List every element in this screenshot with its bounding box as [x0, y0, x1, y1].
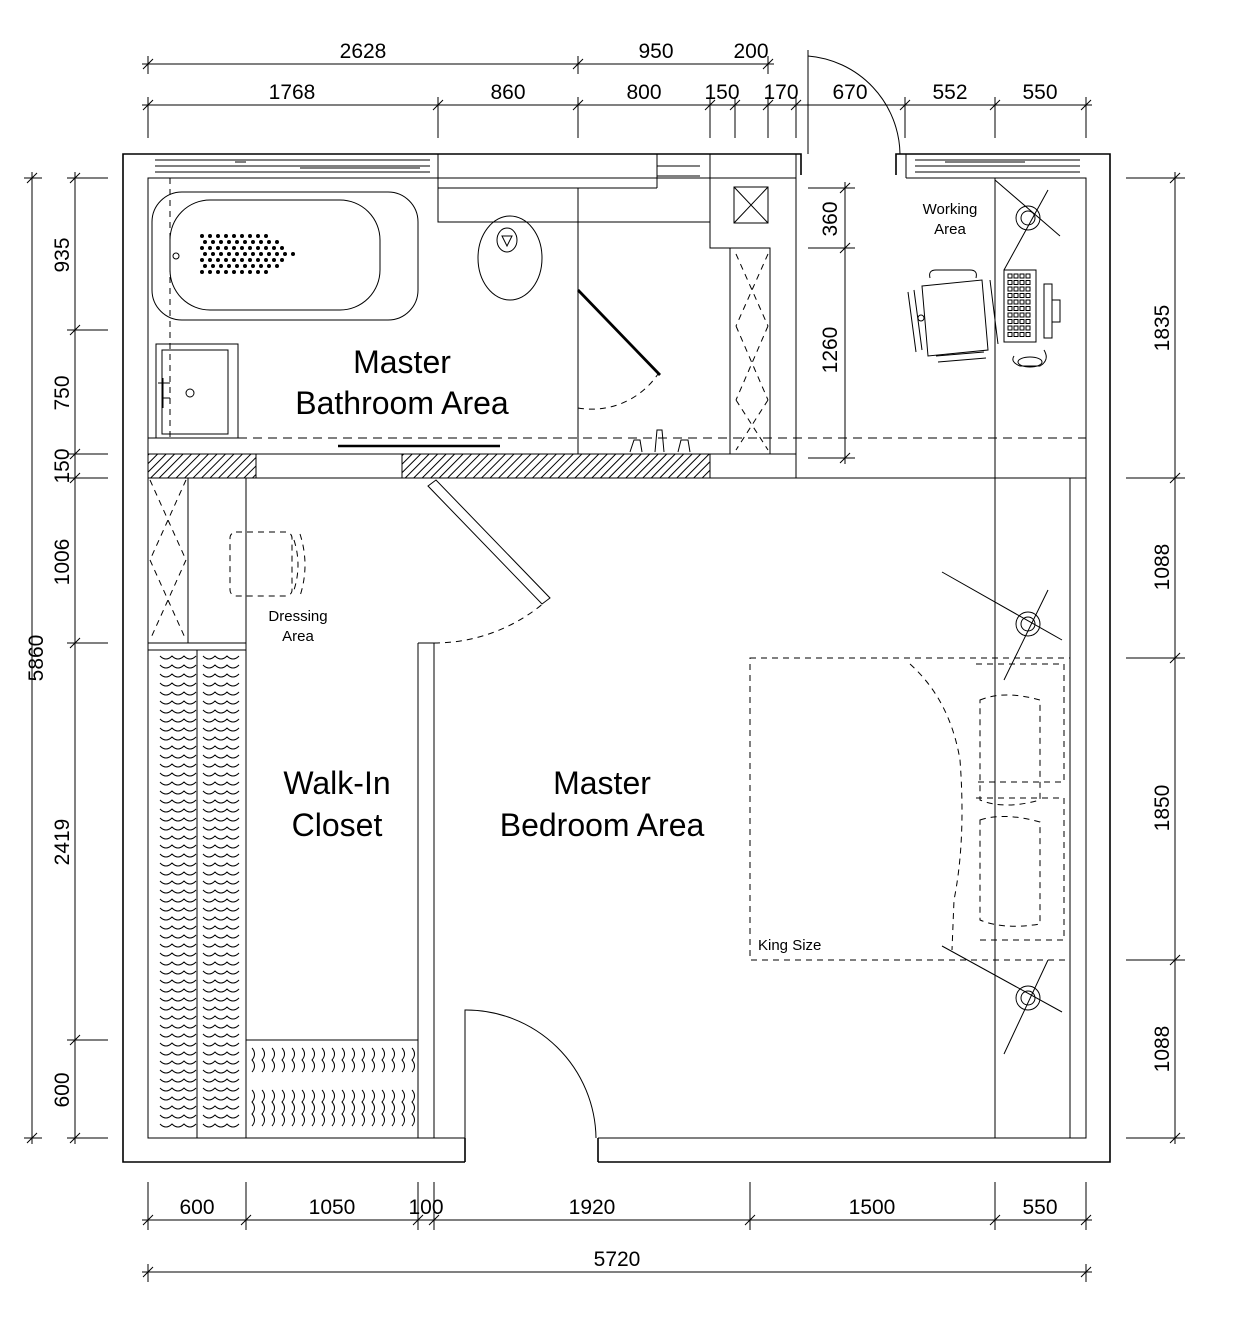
bathroom-label-line1: Master — [353, 344, 451, 380]
king-bed — [749, 657, 1071, 961]
dim-top-950: 950 — [638, 40, 673, 63]
dim-inner-360: 360 — [819, 201, 842, 236]
dim-right-1088-top: 1088 — [1151, 544, 1174, 591]
dim-left-600: 600 — [51, 1072, 74, 1107]
dim-top-1768: 1768 — [269, 81, 316, 104]
dim-left-2419: 2419 — [51, 819, 74, 866]
computer — [1003, 269, 1061, 368]
dim-bottom-1920: 1920 — [569, 1196, 616, 1219]
small-labels: Working Area Dressing Area King Size — [268, 201, 977, 954]
bathroom-label-line2: Bathroom Area — [295, 385, 509, 421]
doors — [147, 50, 901, 1139]
dim-top-200: 200 — [733, 40, 768, 63]
working-label-line1: Working — [923, 201, 978, 218]
lamps — [941, 179, 1063, 1055]
dim-top-552: 552 — [932, 81, 967, 104]
dressing-label-line1: Dressing — [268, 608, 327, 625]
dim-right-1088-bottom: 1088 — [1151, 1026, 1174, 1073]
closet-label-line2: Closet — [292, 807, 383, 843]
toilet — [477, 215, 543, 301]
working-label-line2: Area — [934, 221, 966, 238]
dim-right-1835: 1835 — [1151, 305, 1174, 352]
basin — [155, 343, 239, 439]
dim-bottom-1500: 1500 — [849, 1196, 896, 1219]
dim-bottom-5720: 5720 — [594, 1248, 641, 1271]
dim-top-860: 860 — [490, 81, 525, 104]
dim-top-150: 150 — [704, 81, 739, 104]
closet-label-line1: Walk-In — [283, 765, 390, 801]
dim-inner-1260: 1260 — [819, 327, 842, 374]
dimension-lines — [24, 56, 1185, 1282]
shower — [576, 186, 769, 453]
desk-chair — [907, 269, 999, 363]
dim-bottom-100: 100 — [408, 1196, 443, 1219]
dim-left-750: 750 — [51, 375, 74, 410]
dim-top-800: 800 — [626, 81, 661, 104]
closet-hangers — [147, 649, 419, 1139]
bedroom-label-line2: Bedroom Area — [500, 807, 705, 843]
dim-right-1850: 1850 — [1151, 785, 1174, 832]
dim-left-935: 935 — [51, 237, 74, 272]
dim-top-550: 550 — [1022, 81, 1057, 104]
dressing-stool — [229, 531, 306, 597]
dashed-mirror-lines — [148, 178, 1086, 448]
dim-bottom-600: 600 — [179, 1196, 214, 1219]
dimension-labels: 2628 950 200 1768 860 800 150 170 670 55… — [25, 40, 1174, 1271]
dim-bottom-1050: 1050 — [309, 1196, 356, 1219]
room-labels: Master Bathroom Area Walk-In Closet Mast… — [283, 344, 704, 843]
dressing-label-line2: Area — [282, 628, 314, 645]
bathtub — [151, 191, 419, 321]
bedroom-label-line1: Master — [553, 765, 651, 801]
windows — [155, 159, 1080, 173]
dim-top-170: 170 — [763, 81, 798, 104]
dim-left-1006: 1006 — [51, 539, 74, 586]
king-size-label: King Size — [758, 937, 821, 954]
dim-left-5860: 5860 — [25, 635, 48, 682]
dim-bottom-550: 550 — [1022, 1196, 1057, 1219]
dim-top-2628: 2628 — [340, 40, 387, 63]
dim-top-670: 670 — [832, 81, 867, 104]
dim-left-150: 150 — [51, 448, 74, 483]
